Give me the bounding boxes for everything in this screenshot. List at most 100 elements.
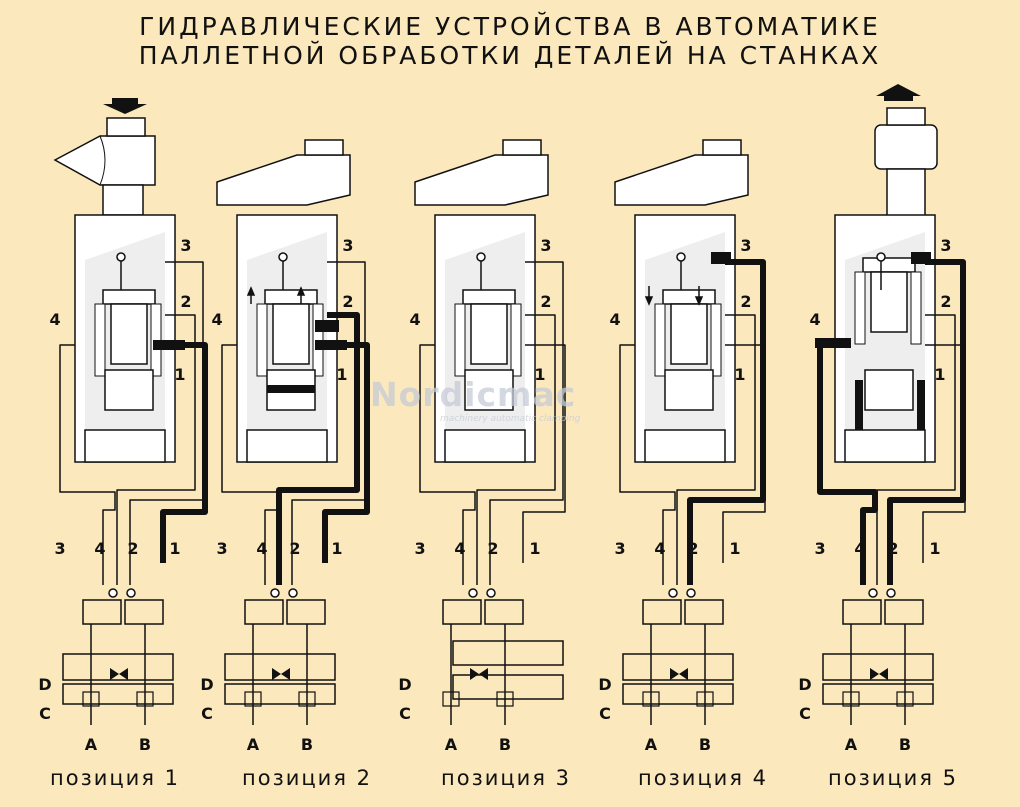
piston-rod (110, 303, 148, 365)
port-label-4: 4 (49, 310, 60, 329)
check-valve-right (288, 588, 298, 598)
valve-label-c: C (201, 704, 213, 723)
clamp-arm (216, 154, 351, 206)
valve-label-b: B (301, 735, 313, 754)
piston-rod (470, 303, 508, 365)
clamp-head-cap (106, 117, 146, 137)
line-1 (522, 344, 566, 563)
valve-right (684, 599, 724, 625)
hydraulic-valve-symbol (224, 588, 336, 725)
line-label-2: 2 (687, 539, 698, 558)
line-2 (276, 312, 360, 585)
valve-outlets (650, 624, 706, 725)
watermark-tagline: machinery automatic clamping (440, 414, 581, 424)
piston-wall-left (94, 303, 106, 377)
line-4 (817, 342, 878, 585)
piston-rod (670, 303, 708, 365)
valve-right (484, 599, 524, 625)
line-2 (116, 314, 196, 585)
valve-label-a: A (85, 735, 98, 754)
caption-position-3: позиция 3 (440, 766, 571, 790)
valve-block-lower (224, 683, 336, 705)
line-4 (419, 344, 476, 585)
port-label-1: 1 (174, 365, 185, 384)
lifted-head-cap (886, 107, 926, 126)
lifted-head (874, 124, 938, 170)
piston-head (264, 289, 318, 305)
valve-block-upper (452, 640, 564, 666)
valve-label-d: D (38, 675, 51, 694)
valve-label-b: B (499, 735, 511, 754)
valve-block-upper (822, 653, 934, 681)
valve-label-b: B (699, 735, 711, 754)
pressurized-chamber-right (917, 380, 925, 430)
cylinder-base (644, 429, 726, 463)
piston-rod (870, 271, 908, 333)
piston-wall-left (654, 303, 666, 377)
flow-arrows-icon (670, 668, 688, 680)
valve-right (124, 599, 164, 625)
pressurized-chamber (267, 385, 315, 393)
line-4 (221, 344, 278, 585)
piston-wall-right (710, 303, 722, 377)
piston-head (862, 257, 916, 273)
lower-chamber (464, 369, 514, 411)
port-label-4: 4 (609, 310, 620, 329)
port-label-4: 4 (211, 310, 222, 329)
clamp-arm-cap (502, 139, 542, 156)
clamp-arm (614, 154, 749, 206)
valve-label-c: C (399, 704, 411, 723)
clamp-arm-cap (304, 139, 344, 156)
valve-block-lower (822, 683, 934, 705)
line-label-3: 3 (54, 539, 65, 558)
valve-label-a: A (247, 735, 260, 754)
watermark: Nordicmac machinery automatic clamping (370, 375, 580, 424)
line-2 (476, 314, 556, 585)
cylinder-base (246, 429, 328, 463)
valve-block-upper (622, 653, 734, 681)
valve-left (642, 599, 682, 625)
flow-arrows-icon (272, 668, 290, 680)
bleed-valve (116, 252, 126, 262)
line-label-1: 1 (529, 539, 540, 558)
valve-label-a: A (445, 735, 458, 754)
port-label-3: 3 (940, 236, 951, 255)
check-valve-right (686, 588, 696, 598)
cylinder-base (444, 429, 526, 463)
port-label-1: 1 (336, 365, 347, 384)
clamp-rod-upper (102, 184, 144, 216)
caption-position-1: позиция 1 (49, 766, 180, 790)
caption-position-2: позиция 2 (241, 766, 372, 790)
line-label-4: 4 (454, 539, 465, 558)
line-label-2: 2 (127, 539, 138, 558)
caption-position-5: позиция 5 (827, 766, 958, 790)
valve-left (842, 599, 882, 625)
line-label-3: 3 (216, 539, 227, 558)
port-label-3: 3 (180, 236, 191, 255)
line-label-1: 1 (169, 539, 180, 558)
line-2 (876, 314, 956, 585)
cylinder-base (844, 429, 926, 463)
valve-label-a: A (845, 735, 858, 754)
line-1 (160, 342, 208, 563)
diagram-title: ГИДРАВЛИЧЕСКИЕ УСТРОЙСТВА В АВТОМАТИКЕ П… (0, 12, 1020, 70)
valve-left (82, 599, 122, 625)
lower-chamber (864, 369, 914, 411)
line-3 (687, 259, 766, 585)
flow-arrows-icon (110, 668, 128, 680)
port-label-1: 1 (934, 365, 945, 384)
piston-wall-right (510, 303, 522, 377)
line-label-4: 4 (94, 539, 105, 558)
line-1 (922, 344, 966, 563)
check-valve-right (886, 588, 896, 598)
check-valve-left (108, 588, 118, 598)
line-1 (322, 342, 370, 563)
valve-block-lower (622, 683, 734, 705)
arrow-down-icon (694, 286, 704, 306)
clamp-arm (414, 154, 549, 206)
line-label-2: 2 (289, 539, 300, 558)
